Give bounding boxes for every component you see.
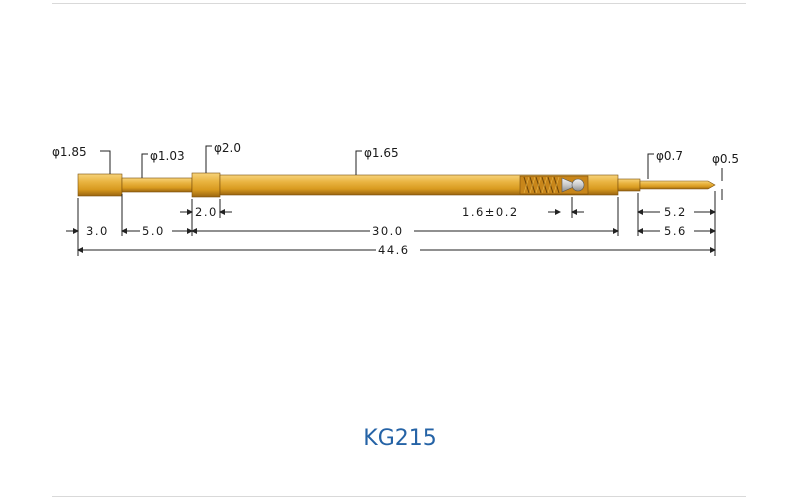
diameter-callouts: φ1.85 φ1.03 φ2.0 φ1.65 φ0.7 φ0.5 bbox=[52, 141, 739, 200]
dia-label-1-65: φ1.65 bbox=[364, 146, 399, 160]
product-code-caption: KG215 bbox=[363, 426, 437, 451]
dia-label-1-03: φ1.03 bbox=[150, 149, 185, 163]
dim-label-44-6: 44.6 bbox=[378, 243, 410, 257]
dim-label-30-0: 30.0 bbox=[372, 224, 404, 238]
dim-label-5-0: 5.0 bbox=[142, 224, 165, 238]
top-divider bbox=[52, 3, 746, 4]
ball-contact bbox=[561, 177, 585, 193]
dim-label-5-2: 5.2 bbox=[664, 205, 687, 219]
dim-label-5-6: 5.6 bbox=[664, 224, 687, 238]
dia-label-0-7: φ0.7 bbox=[656, 149, 683, 163]
probe-neck bbox=[121, 177, 193, 193]
dim-label-1-6: 1.6±0.2 bbox=[462, 205, 519, 219]
dimension-labels: 2.0 1.6±0.2 5.2 3.0 5.0 30.0 5.6 44.6 bbox=[84, 205, 694, 257]
probe-collar bbox=[191, 172, 221, 198]
probe-plunger bbox=[617, 178, 641, 192]
dia-label-2-0: φ2.0 bbox=[214, 141, 241, 155]
dim-label-2-0: 2.0 bbox=[195, 205, 218, 219]
probe-body bbox=[77, 172, 716, 198]
dia-label-1-85: φ1.85 bbox=[52, 145, 87, 159]
dia-label-0-5: φ0.5 bbox=[712, 152, 739, 166]
probe-head bbox=[77, 173, 123, 197]
probe-tip bbox=[639, 180, 716, 190]
dim-label-3-0: 3.0 bbox=[86, 224, 109, 238]
bottom-divider bbox=[52, 496, 746, 497]
spring-coils bbox=[523, 176, 560, 194]
